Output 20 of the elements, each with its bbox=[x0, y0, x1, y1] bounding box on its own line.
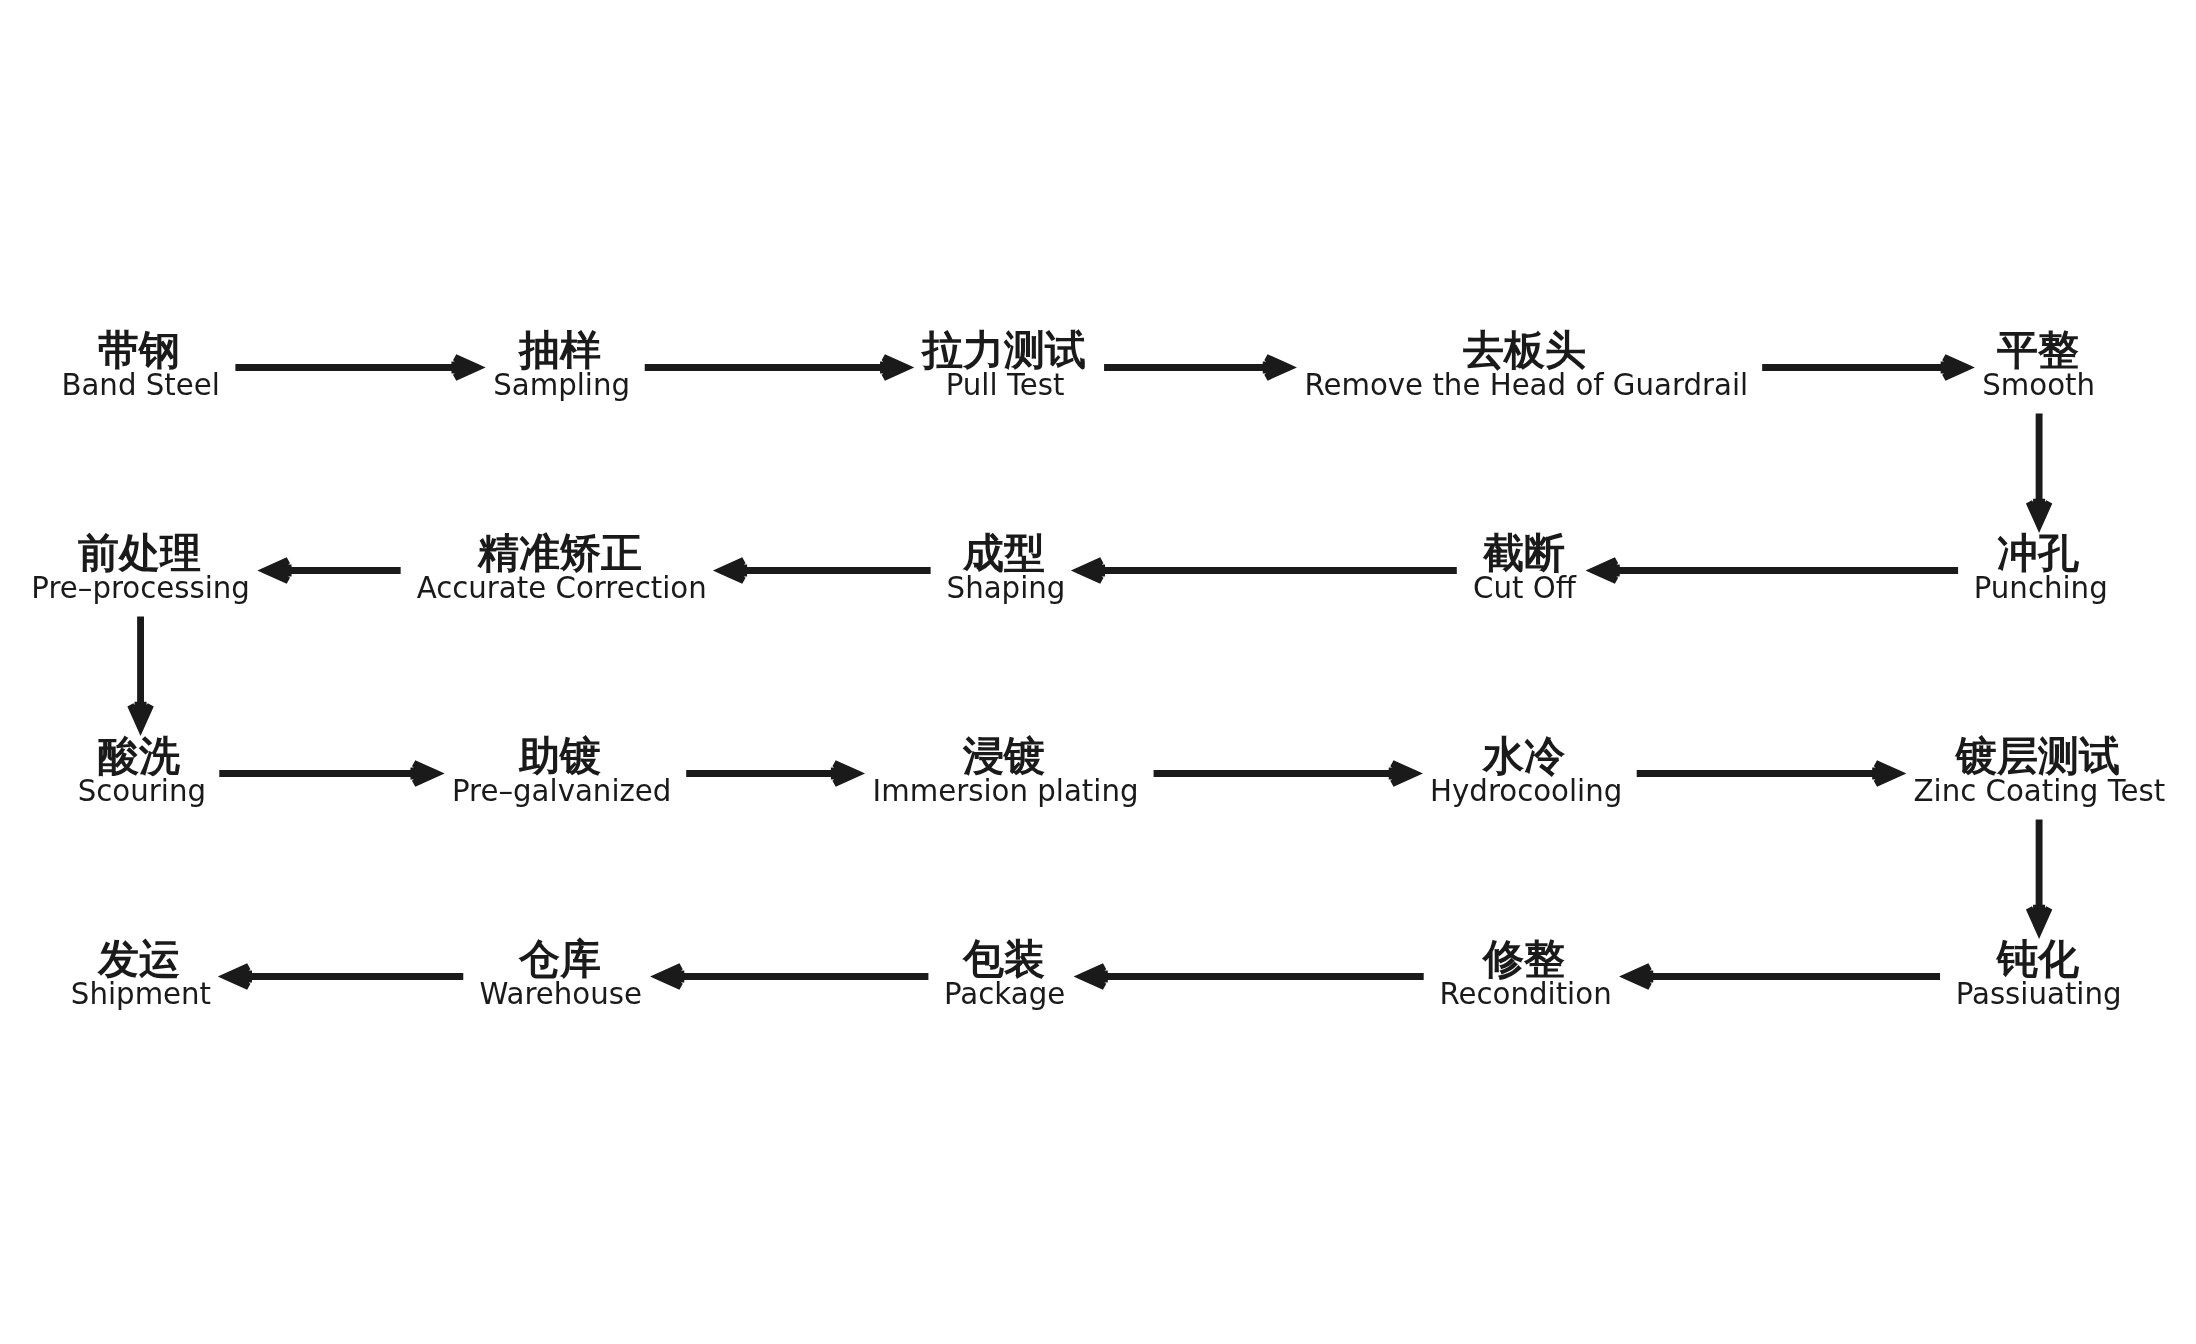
node-text: 包装 Package bbox=[944, 934, 1066, 1012]
node-text: 酸洗 Scouring bbox=[77, 731, 207, 809]
node-text: 仓库 Warehouse bbox=[479, 934, 642, 1012]
node-text: 前处理 Pre–processing bbox=[31, 528, 250, 606]
node-text: 修整 Recondition bbox=[1439, 934, 1612, 1012]
node-text: 截断 Cut Off bbox=[1473, 528, 1576, 606]
node-text: 冲孔 Punching bbox=[1973, 528, 2108, 606]
node-text: 成型 Shaping bbox=[946, 528, 1066, 606]
node-text: 精准矫正 Accurate Correction bbox=[416, 528, 707, 606]
node-text: 拉力测试 Pull Test bbox=[921, 325, 1086, 403]
node-text: 水冷 Hydrocooling bbox=[1430, 731, 1623, 809]
node-text: 去板头 Remove the Head of Guardrail bbox=[1304, 325, 1749, 403]
node-text: 发运 Shipment bbox=[70, 934, 212, 1012]
node-text: 带钢 Band Steel bbox=[61, 325, 220, 403]
node-text: 镀层测试 Zinc Coating Test bbox=[1913, 731, 2166, 809]
node-text: 浸镀 Immersion plating bbox=[872, 731, 1139, 809]
node-text: 平整 Smooth bbox=[1982, 325, 2096, 403]
node-text: 钝化 Passiuating bbox=[1955, 934, 2122, 1012]
node-text: 助镀 Pre–galvanized bbox=[451, 731, 672, 809]
node-text: 抽样 Sampling bbox=[493, 325, 631, 403]
